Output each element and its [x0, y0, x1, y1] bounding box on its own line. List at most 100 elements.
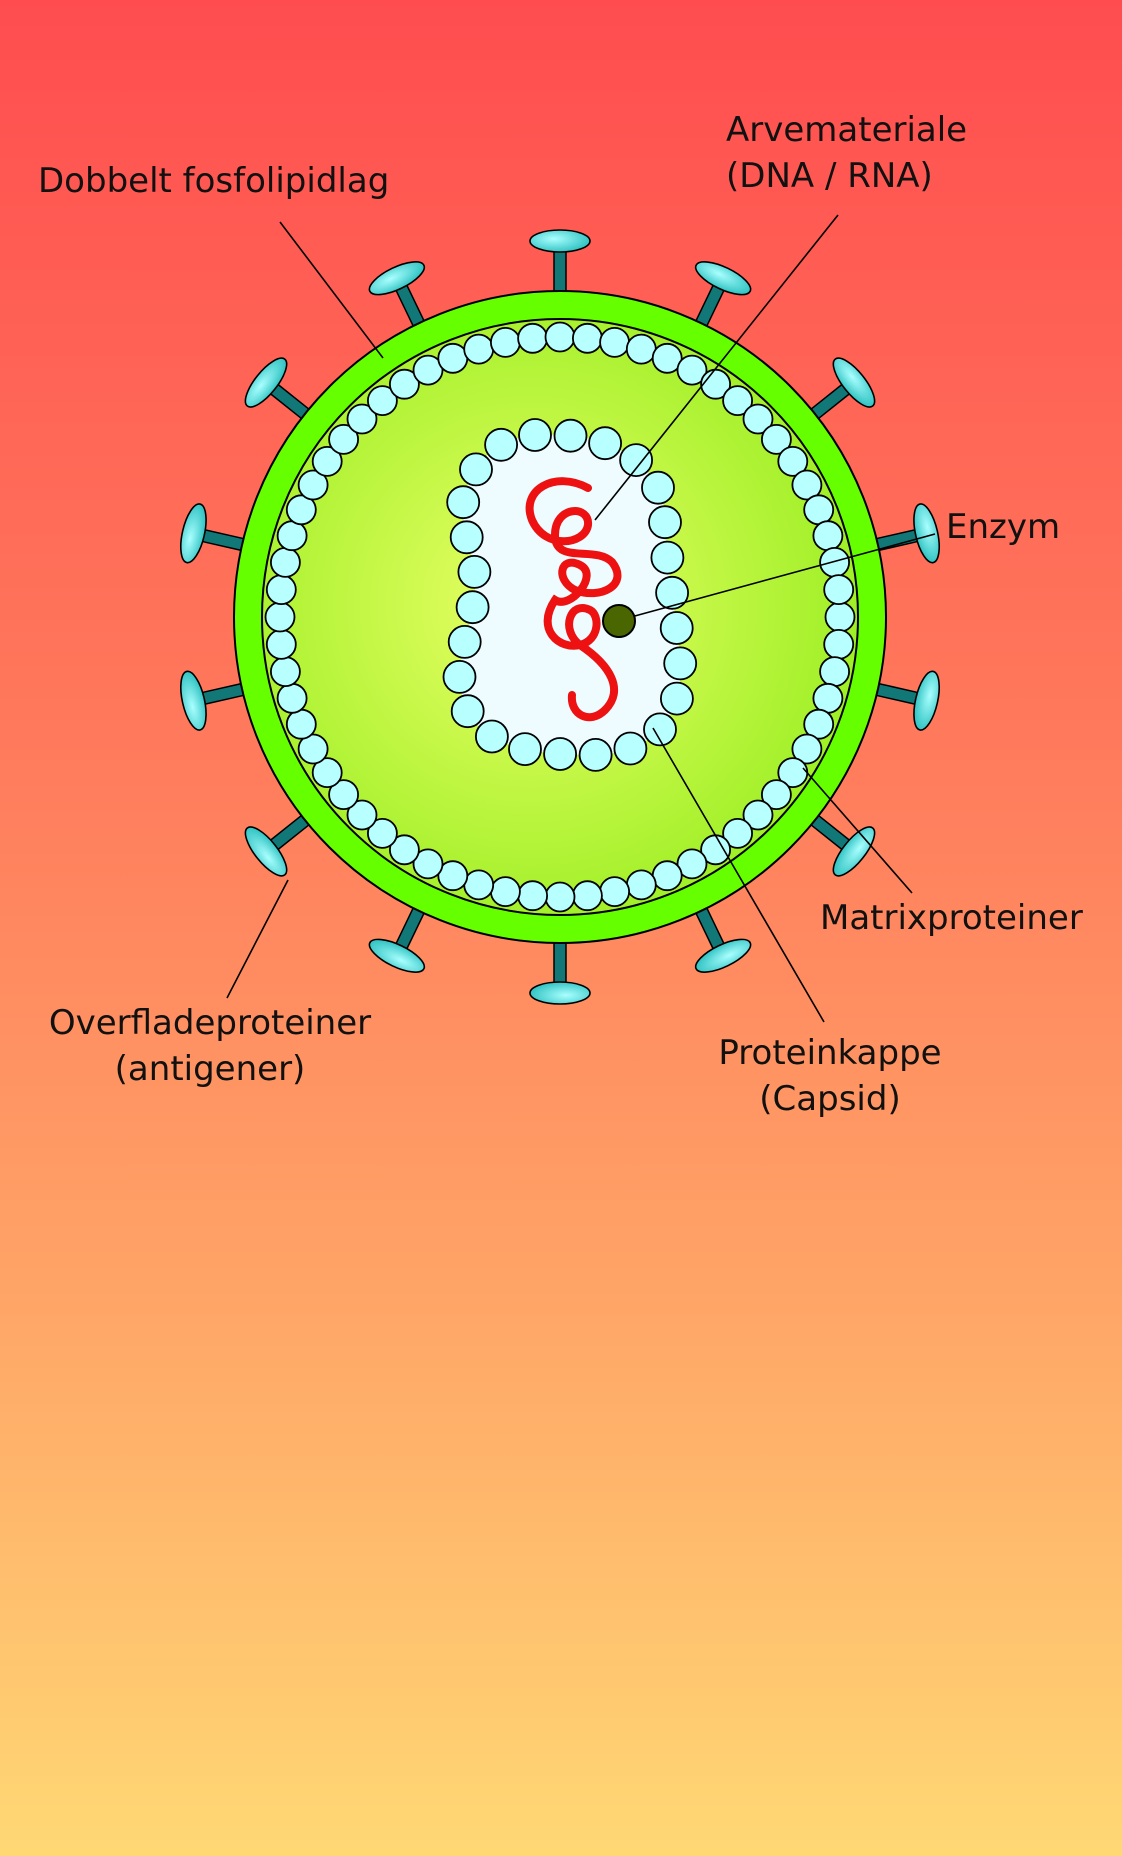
matrix-protein: [761, 779, 792, 810]
enzyme-label: Enzym: [946, 507, 1061, 547]
capsid-protein: [543, 737, 577, 771]
matrix-protein: [276, 682, 308, 714]
matrix-protein: [265, 574, 297, 605]
surface-proteins-label: Overfladeproteiner (antigener): [30, 1000, 390, 1092]
capsid-protein: [474, 719, 509, 754]
matrix-protein: [269, 656, 301, 687]
matrix-protein: [625, 333, 657, 365]
capsid-protein: [484, 427, 519, 462]
matrix-protein: [651, 342, 683, 374]
capsid-protein: [641, 470, 675, 505]
matrix-protein: [346, 403, 378, 435]
genetic-material-label-line1: Arvemateriale: [726, 110, 968, 150]
capsid-protein: [450, 694, 485, 729]
matrix-protein: [489, 876, 521, 907]
enzyme-leader: [619, 533, 936, 621]
surface-protein-spike: [244, 813, 313, 877]
matrix-protein: [742, 799, 774, 831]
matrix-protein: [819, 547, 850, 578]
capsid-label: Proteinkappe (Capsid): [690, 1030, 970, 1122]
matrix-protein: [572, 880, 603, 912]
capsid-protein: [449, 520, 484, 555]
capsid-protein: [459, 452, 493, 487]
matrix-protein: [297, 733, 329, 765]
surface-protein-spike: [694, 903, 752, 973]
matrix-protein: [791, 733, 823, 765]
capsid-protein: [650, 540, 685, 575]
matrix-protein: [269, 547, 301, 578]
matrix-protein: [311, 445, 343, 477]
capsid-protein: [613, 731, 648, 766]
matrix-protein: [517, 322, 548, 354]
phospholipid-leader: [279, 221, 384, 359]
matrix-protein: [676, 354, 708, 386]
matrix-protein: [311, 757, 343, 788]
matrix-protein: [599, 326, 630, 358]
matrix-protein: [819, 656, 850, 687]
capsid-label-line1: Proteinkappe: [718, 1033, 942, 1073]
matrix-protein: [742, 403, 774, 435]
capsid-protein: [455, 590, 490, 625]
capsid-label-line2: (Capsid): [759, 1079, 901, 1119]
capsid-protein: [663, 646, 698, 681]
matrix-protein: [437, 860, 469, 892]
surface-proteins-label-line2: (antigener): [114, 1049, 306, 1089]
matrix-protein: [823, 629, 855, 660]
matrix-protein: [572, 322, 603, 354]
matrix-protein: [812, 520, 844, 552]
matrix-protein: [599, 876, 630, 907]
matrix-protein: [328, 779, 360, 810]
surface-leader: [226, 879, 289, 999]
rna-strand: [525, 477, 622, 722]
matrix-protein: [463, 333, 495, 365]
matrix-protein: [346, 799, 378, 831]
surface-protein-spike: [179, 670, 250, 731]
matrix-protein: [824, 601, 856, 633]
matrix-protein: [412, 354, 444, 386]
matrix-protein: [676, 848, 708, 880]
matrix-protein: [651, 860, 683, 892]
matrix-protein: [366, 818, 398, 849]
surface-protein-spike: [529, 229, 591, 298]
matrix-protein: [517, 880, 548, 912]
matrix-protein: [489, 326, 521, 358]
capsid-proteins: [442, 418, 698, 772]
capsid-leader: [652, 727, 825, 1023]
matrix-protein: [265, 629, 297, 660]
matrix-protein: [285, 708, 317, 740]
matrix-protein: [812, 682, 844, 714]
capsid-protein: [655, 575, 689, 610]
matrix-protein: [264, 601, 296, 633]
capsid-protein: [643, 712, 677, 747]
surface-proteins-label-line1: Overfladeproteiner: [48, 1003, 372, 1043]
capsid-protein: [553, 418, 588, 453]
phospholipid-label: Dobbelt fosfolipidlag: [38, 161, 390, 201]
matrix-protein: [388, 368, 420, 400]
capsid-protein: [508, 732, 542, 766]
matrix-protein: [412, 848, 444, 880]
capsid-protein: [446, 485, 481, 520]
matrix-protein: [722, 385, 753, 417]
matrix-protein: [285, 494, 317, 526]
matrix-leader: [802, 767, 913, 894]
matrix-protein: [276, 520, 308, 552]
matrix-protein: [328, 423, 360, 455]
matrix-proteins-label: Matrixproteiner: [820, 898, 1083, 938]
capsid-protein: [578, 738, 613, 772]
capsid-protein: [442, 660, 477, 694]
matrix-protein: [803, 708, 835, 740]
matrix-protein: [544, 881, 576, 913]
matrix-protein: [388, 834, 420, 866]
capsid-protein: [457, 555, 492, 589]
surface-protein-spike: [244, 357, 313, 421]
matrix-protein: [791, 469, 823, 501]
genetic-material-leader: [594, 214, 839, 521]
surface-protein-spike: [694, 261, 752, 331]
matrix-protein: [297, 469, 329, 501]
matrix-protein: [463, 869, 495, 901]
genetic-material-label: Arvemateriale (DNA / RNA): [726, 107, 967, 199]
capsid-protein: [518, 418, 552, 452]
capsid-protein: [447, 625, 482, 659]
